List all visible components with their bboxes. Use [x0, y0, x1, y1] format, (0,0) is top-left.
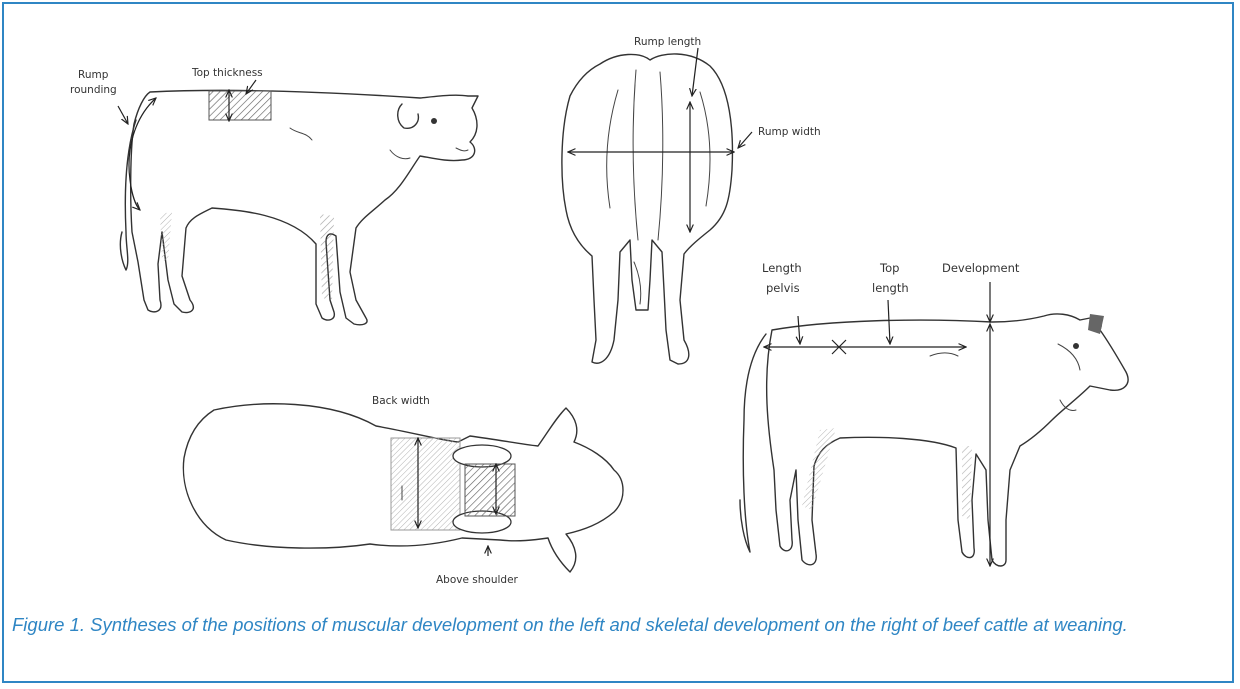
figure-caption: Figure 1. Syntheses of the positions of … — [12, 611, 1227, 638]
label-length-pelvis-line1: Length — [762, 261, 802, 275]
label-length-pelvis-line2: pelvis — [766, 281, 800, 295]
top-thickness-area — [209, 91, 271, 120]
label-rump-rounding-line2: rounding — [70, 84, 117, 96]
cattle-diagram: Rump rounding Top thickness Rump length … — [0, 0, 1240, 610]
label-top-thickness: Top thickness — [191, 67, 263, 79]
label-rump-length: Rump length — [634, 36, 701, 48]
back-width-area — [391, 438, 460, 530]
calf-side-view-left — [118, 80, 478, 325]
label-development: Development — [942, 261, 1020, 275]
label-rump-rounding-line1: Rump — [78, 69, 109, 81]
label-top-length-line1: Top — [879, 261, 899, 275]
label-back-width: Back width — [372, 395, 430, 407]
calf-side-view-right — [740, 282, 1128, 566]
label-above-shoulder: Above shoulder — [436, 574, 519, 586]
calf-rear-view — [562, 48, 752, 364]
label-rump-width: Rump width — [758, 126, 821, 138]
calf-top-view — [183, 404, 623, 572]
label-top-length-line2: length — [872, 281, 909, 295]
above-shoulder-area — [465, 464, 515, 516]
